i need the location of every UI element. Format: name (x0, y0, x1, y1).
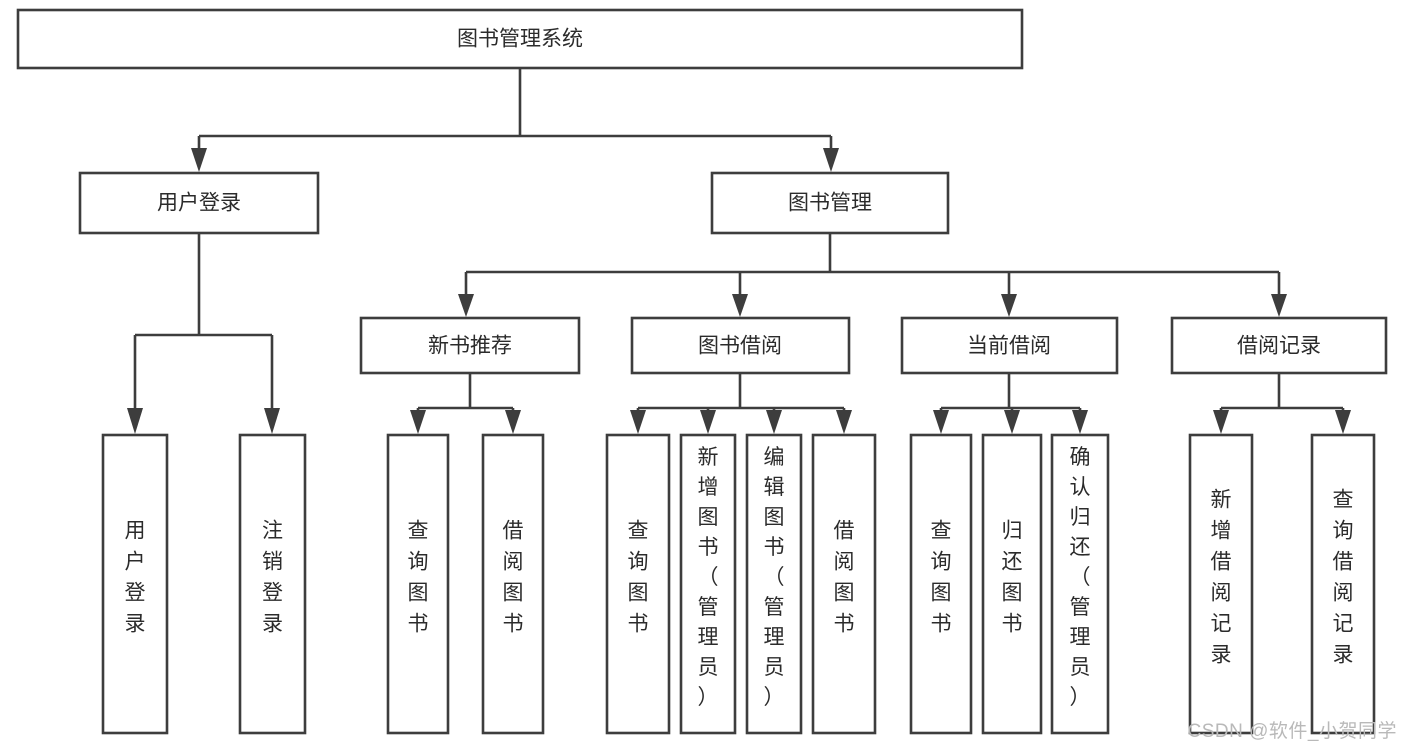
node-leaf-query-borrow-record-box[interactable] (1310, 433, 1376, 735)
node-current-borrow-box[interactable] (900, 316, 1119, 375)
node-book-borrow-label: 图书借阅 (698, 335, 782, 358)
node-leaf-query-book-1-box[interactable] (386, 433, 450, 735)
arrow-head-leaf-edit-book (766, 410, 782, 434)
node-leaf-borrow-book-1-label: 借阅图书 (503, 520, 524, 636)
arrow-head-leaf-borrow-book-1 (505, 410, 521, 434)
node-leaf-borrow-book-1[interactable]: 借阅图书 (481, 433, 545, 735)
node-leaf-confirm-return-box[interactable] (1050, 433, 1110, 735)
node-new-book-recommend[interactable]: 新书推荐 (359, 316, 581, 375)
node-new-book-recommend-label: 新书推荐 (428, 335, 512, 358)
arrow-head-leaf-borrow-book-2 (836, 410, 852, 434)
arrow-head-borrow-record (1271, 294, 1287, 317)
node-borrow-record[interactable]: 借阅记录 (1170, 316, 1388, 375)
node-leaf-user-login-label: 用户登录 (125, 520, 146, 636)
node-leaf-borrow-book-2-box[interactable] (811, 433, 877, 735)
node-current-borrow[interactable]: 当前借阅 (900, 316, 1119, 375)
node-book-manage-box[interactable] (710, 171, 950, 235)
node-book-borrow-box[interactable] (630, 316, 851, 375)
arrow-head-leaf-confirm-return (1072, 410, 1088, 434)
node-leaf-query-book-3[interactable]: 查询图书 (909, 433, 973, 735)
arrow-head-leaf-query-book-1 (410, 410, 426, 434)
node-leaf-confirm-return-label: 确认归还（管理员） (1070, 446, 1091, 709)
node-leaf-return-book[interactable]: 归还图书 (981, 433, 1043, 735)
node-leaf-query-borrow-record-label: 查询借阅记录 (1333, 489, 1354, 667)
node-leaf-add-borrow-record-label: 新增借阅记录 (1211, 489, 1232, 667)
node-leaf-borrow-book-2-label: 借阅图书 (834, 520, 855, 636)
node-leaf-borrow-book-1-box[interactable] (481, 433, 545, 735)
node-leaf-query-borrow-record[interactable]: 查询借阅记录 (1310, 433, 1376, 735)
node-leaf-return-book-box[interactable] (981, 433, 1043, 735)
node-leaf-edit-book-box[interactable] (745, 433, 803, 735)
node-leaf-query-book-1[interactable]: 查询图书 (386, 433, 450, 735)
arrow-head-current-borrow (1001, 294, 1017, 317)
node-leaf-add-book[interactable]: 新增图书（管理员） (679, 433, 737, 735)
node-leaf-logout-label: 注销登录 (262, 520, 283, 636)
node-leaf-add-borrow-record-box[interactable] (1188, 433, 1254, 735)
node-leaf-query-book-2[interactable]: 查询图书 (605, 433, 671, 735)
arrow-head-leaf-return-book (1004, 410, 1020, 434)
node-leaf-add-borrow-record[interactable]: 新增借阅记录 (1188, 433, 1254, 735)
arrow-head-leaf-user-login (127, 408, 143, 434)
arrow-head-book-manage (823, 148, 839, 172)
node-leaf-query-book-2-box[interactable] (605, 433, 671, 735)
node-leaf-confirm-return[interactable]: 确认归还（管理员） (1050, 433, 1110, 735)
node-user-login-label: 用户登录 (157, 192, 241, 215)
node-leaf-query-book-1-label: 查询图书 (408, 520, 429, 636)
node-borrow-record-box[interactable] (1170, 316, 1388, 375)
node-leaf-user-login[interactable]: 用户登录 (101, 433, 169, 735)
node-leaf-query-book-2-label: 查询图书 (628, 520, 649, 636)
node-book-manage[interactable]: 图书管理 (710, 171, 950, 235)
node-leaf-add-book-box[interactable] (679, 433, 737, 735)
node-leaf-borrow-book-2[interactable]: 借阅图书 (811, 433, 877, 735)
node-new-book-recommend-box[interactable] (359, 316, 581, 375)
arrow-head-leaf-query-borrow-record (1335, 410, 1351, 434)
node-root[interactable]: 图书管理系统 (16, 8, 1024, 70)
node-leaf-return-book-label: 归还图书 (1002, 520, 1023, 636)
node-leaf-user-login-box[interactable] (101, 433, 169, 735)
arrow-head-leaf-logout (264, 408, 280, 434)
arrow-head-user-login (191, 148, 207, 172)
node-current-borrow-label: 当前借阅 (967, 335, 1051, 358)
leaf-node-layer: 用户登录 注销登录 查询图书 借阅图书 查询图书 新增图书（管理员） 编辑图书（管理员） 借阅… (101, 433, 1376, 735)
node-user-login-box[interactable] (78, 171, 320, 235)
arrow-head-book-borrow (732, 294, 748, 317)
node-book-borrow[interactable]: 图书借阅 (630, 316, 851, 375)
node-leaf-query-book-3-label: 查询图书 (931, 520, 952, 636)
node-root-box[interactable] (16, 8, 1024, 70)
node-leaf-logout-box[interactable] (238, 433, 307, 735)
connector-layer (127, 68, 1351, 434)
node-leaf-edit-book-label: 编辑图书（管理员） (764, 446, 785, 709)
node-book-manage-label: 图书管理 (788, 192, 872, 215)
node-leaf-edit-book[interactable]: 编辑图书（管理员） (745, 433, 803, 735)
watermark-text: CSDN @软件_小贺同学 (1187, 721, 1397, 742)
arrow-head-leaf-query-book-2 (630, 410, 646, 434)
node-leaf-logout[interactable]: 注销登录 (238, 433, 307, 735)
node-leaf-add-book-label: 新增图书（管理员） (698, 446, 719, 709)
node-user-login[interactable]: 用户登录 (78, 171, 320, 235)
arrow-head-leaf-add-book (700, 410, 716, 434)
node-borrow-record-label: 借阅记录 (1237, 335, 1321, 358)
arrow-head-leaf-add-borrow-record (1213, 410, 1229, 434)
node-leaf-query-book-3-box[interactable] (909, 433, 973, 735)
node-root-label: 图书管理系统 (457, 28, 583, 51)
arrow-head-new-book-recommend (458, 294, 474, 317)
arrow-head-leaf-query-book-3 (933, 410, 949, 434)
